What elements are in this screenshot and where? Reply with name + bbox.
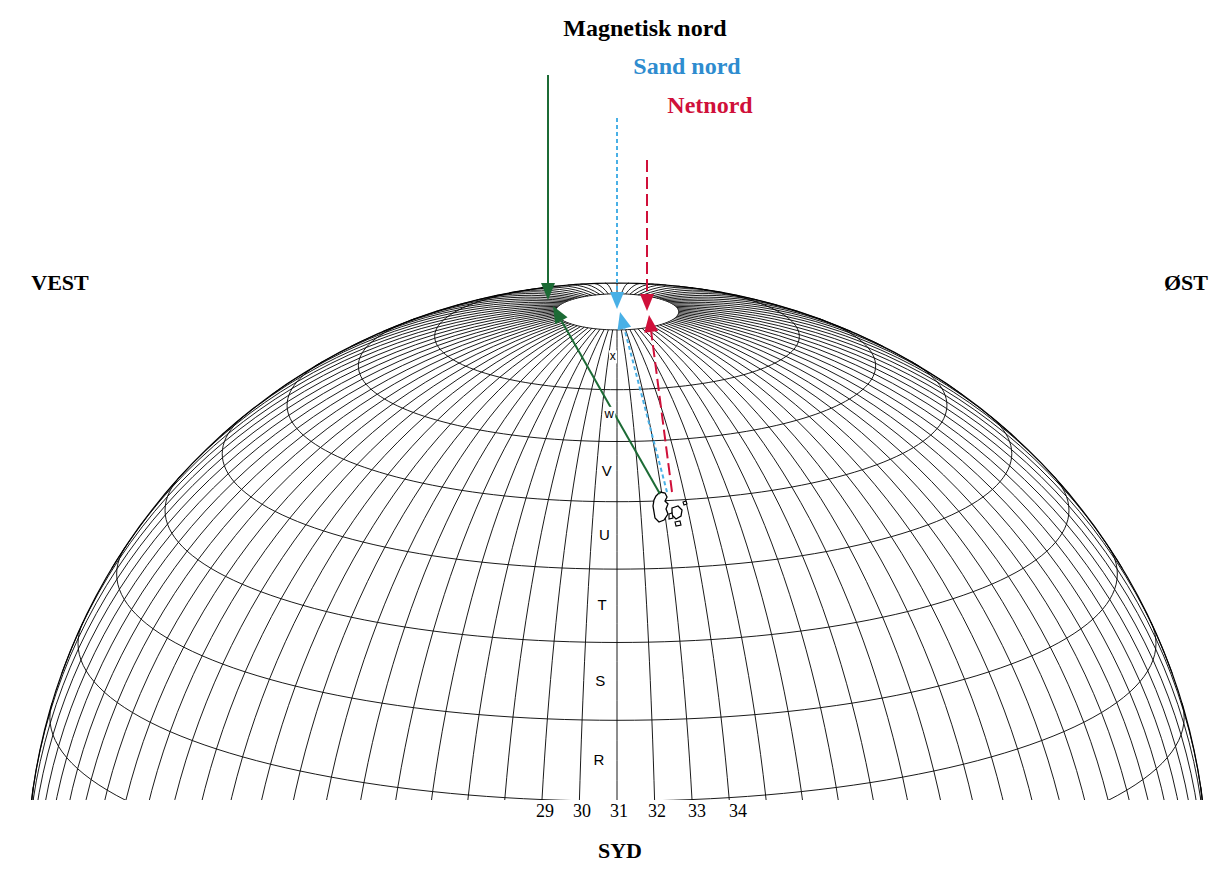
graticule-line (78, 622, 1156, 800)
direction-label: VEST (31, 271, 88, 295)
graticule-line (593, 283, 609, 294)
graticule-line (668, 301, 852, 332)
graticule-line (678, 309, 1122, 569)
graticule-line (646, 289, 708, 296)
graticule-line (678, 310, 1172, 673)
latitude-band-letter: T (597, 597, 608, 614)
graticule-line (650, 327, 930, 800)
graticule-line (454, 329, 600, 800)
latitude-band-letter: x (609, 350, 617, 363)
graticule-line (660, 325, 1027, 800)
graticule-line (128, 322, 566, 800)
latitude-band-letter: w (604, 407, 615, 421)
zone-number: 33 (688, 802, 706, 822)
graticule-line (112, 309, 556, 569)
graticule-line (117, 546, 1118, 720)
zone-number: 31 (610, 802, 628, 822)
graticule-line (377, 328, 592, 800)
graticule-line (287, 361, 947, 501)
graticule-line (642, 328, 857, 800)
true-north-arrow (610, 118, 624, 309)
graticule-line (674, 319, 1164, 800)
graticule-line (672, 320, 1147, 800)
graticule-line (670, 302, 883, 346)
direction-label: SYD (598, 839, 642, 863)
graticule-line (638, 286, 679, 295)
latitude-band-letter: V (601, 462, 613, 479)
graticule-line (152, 323, 568, 800)
denmark-map (653, 492, 687, 526)
graticule-line (33, 787, 1202, 800)
graticule-line (670, 321, 1128, 800)
graticule-line (617, 330, 618, 800)
graticule-line (222, 415, 1012, 570)
graticule-line (106, 321, 564, 800)
magnetic-north-title: Magnetisk nord (563, 15, 726, 41)
graticule-line (207, 325, 574, 800)
direction-label: ØST (1164, 271, 1208, 295)
grid-north-arrow (640, 160, 654, 311)
zone-number: 30 (573, 802, 591, 822)
grid-north-title: Netnord (667, 92, 752, 118)
globe-outline (27, 283, 1207, 800)
graticule-line (179, 324, 572, 800)
latitude-band-letter: R (592, 752, 605, 769)
graticule-line (678, 315, 1198, 800)
graticule-line (646, 328, 894, 800)
graticule-line (626, 283, 642, 294)
globe-grid (27, 283, 1207, 800)
magnetic-north-arrow (541, 75, 555, 300)
graticule-line (663, 297, 799, 312)
graticule-line (435, 286, 800, 389)
graticule-line (634, 329, 780, 800)
graticule-line (168, 308, 557, 491)
graticule-line (677, 308, 1066, 491)
true-north-title: Sand nord (633, 53, 740, 79)
graticule-line (87, 320, 562, 800)
graticule-line (50, 703, 1184, 800)
graticule-line (668, 322, 1106, 800)
graticule-line (666, 323, 1082, 800)
graticule-line (70, 319, 560, 800)
zone-number: 34 (729, 802, 747, 822)
graticule-line (666, 299, 824, 321)
graticule-line (677, 316, 1190, 800)
grid-north-arrow (644, 315, 672, 492)
graticule-line (340, 328, 588, 800)
graticule-line (676, 306, 1012, 434)
zone-number: 32 (648, 802, 666, 822)
graticule-line (304, 327, 584, 800)
latitude-band-letter: U (598, 526, 611, 543)
graticule-line (634, 285, 666, 295)
latitude-band-letter: S (594, 673, 606, 690)
graticule-line (36, 315, 556, 800)
graticule-line (31, 311, 555, 800)
graticule-line (358, 318, 875, 441)
graticule-line (45, 316, 558, 800)
graticule-line (535, 330, 609, 800)
graticule-line (626, 330, 700, 800)
zone-number: 29 (536, 802, 554, 822)
graticule-line (621, 330, 658, 800)
